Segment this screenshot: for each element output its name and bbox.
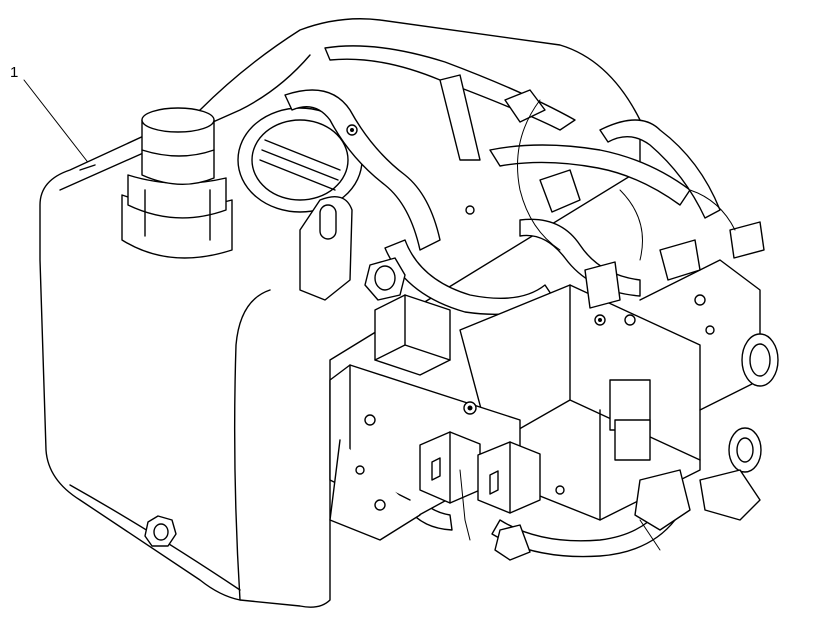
- wiring-harness: [459, 99, 736, 551]
- callout-leader-line: [23, 79, 91, 166]
- solenoid-valve: [364, 257, 451, 376]
- fasteners: [346, 124, 715, 511]
- relay-connectors: [419, 431, 541, 514]
- filler-cap: [121, 107, 233, 259]
- fluid-tank: [39, 18, 641, 608]
- drain-plug: [144, 515, 177, 547]
- coolant-hoses: [284, 45, 721, 558]
- mounting-bracket: [299, 196, 353, 301]
- hose-clamps: [494, 333, 779, 561]
- electrical-plugs: [504, 89, 765, 309]
- callout-label-1: 1: [10, 64, 19, 81]
